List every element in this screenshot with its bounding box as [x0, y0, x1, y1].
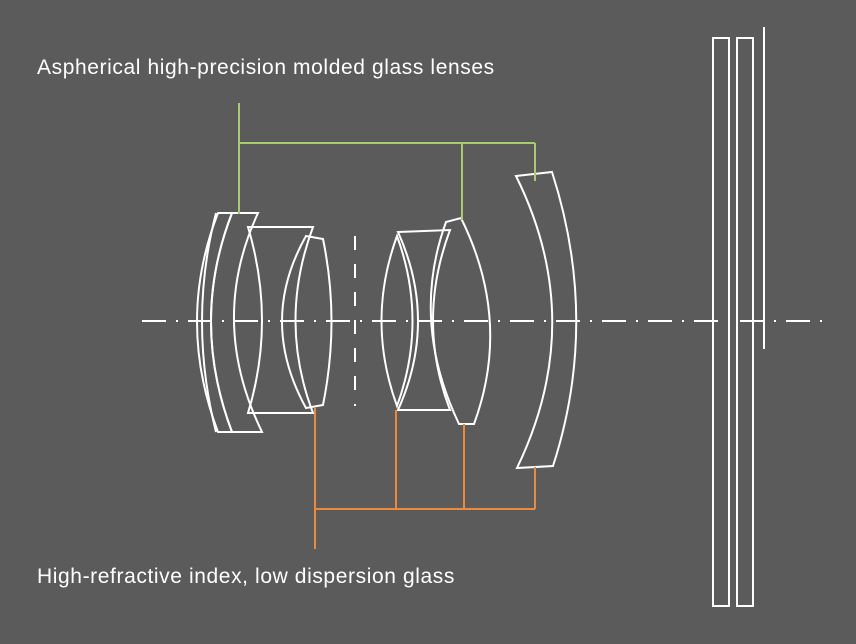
lens-element-8: [514, 170, 578, 470]
lens-element-3: [246, 226, 315, 414]
lens-element-5: [380, 233, 414, 409]
high-refractive-lens-label: High-refractive index, low dispersion gl…: [37, 565, 455, 588]
high-refractive-callout-lines: [314, 408, 536, 549]
lens-element-1-outer: [201, 212, 217, 433]
aspherical-lens-label: Aspherical high-precision molded glass l…: [37, 56, 495, 79]
lens-element-4: [281, 234, 333, 410]
lens-element-7: [429, 216, 492, 425]
lens-element-2: [210, 212, 264, 433]
filter-plate-1: [712, 37, 730, 607]
filter-plate-2: [736, 37, 754, 607]
lens-element-6: [396, 228, 452, 411]
aspherical-callout-lines: [238, 103, 536, 220]
